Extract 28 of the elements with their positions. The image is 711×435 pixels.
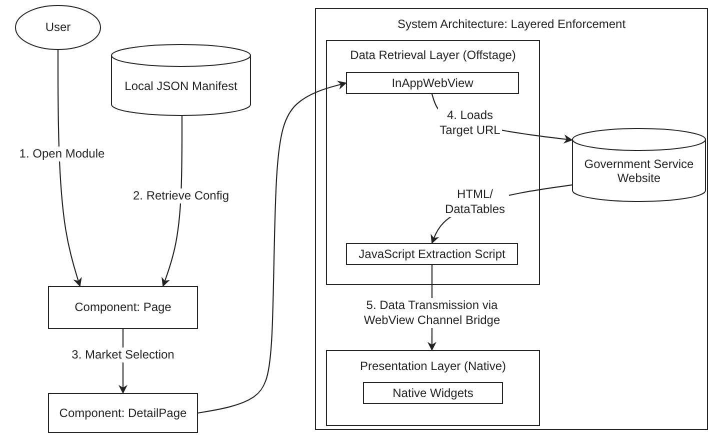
node-label: JavaScript Extraction Script [358, 246, 506, 262]
database-cylinder [111, 44, 251, 116]
actor-ellipse [15, 5, 101, 50]
layer-title: System Architecture: Layered Enforcement [396, 17, 627, 32]
component-box [48, 286, 198, 329]
component-box [48, 393, 198, 433]
layer-title: Data Retrieval Layer (Offstage) [349, 48, 517, 62]
arrow [198, 80, 347, 414]
node-label: Local JSON Manifest [124, 78, 238, 94]
node-label: InAppWebView [392, 76, 474, 90]
component-box [346, 72, 519, 94]
component-box [363, 382, 503, 404]
arrow [162, 116, 183, 287]
layer-container [315, 8, 708, 430]
arrow [57, 50, 82, 287]
edge-label: 4. Loads Target URL [438, 108, 502, 138]
layer-title: Presentation Layer (Native) [358, 359, 508, 374]
layer-container [326, 350, 540, 426]
node-label: Government Service Website [583, 156, 695, 186]
node-label: Component: DetailPage [59, 406, 187, 420]
edge-label: 3. Market Selection [70, 348, 176, 362]
node-label: Native Widgets [392, 386, 474, 400]
edge-label: 1. Open Module [18, 146, 106, 162]
edge-label: 2. Retrieve Config [132, 188, 230, 204]
node-label: User [45, 20, 71, 35]
component-box [346, 243, 518, 265]
database-cylinder [572, 128, 706, 202]
node-label: Component: Page [74, 300, 172, 315]
